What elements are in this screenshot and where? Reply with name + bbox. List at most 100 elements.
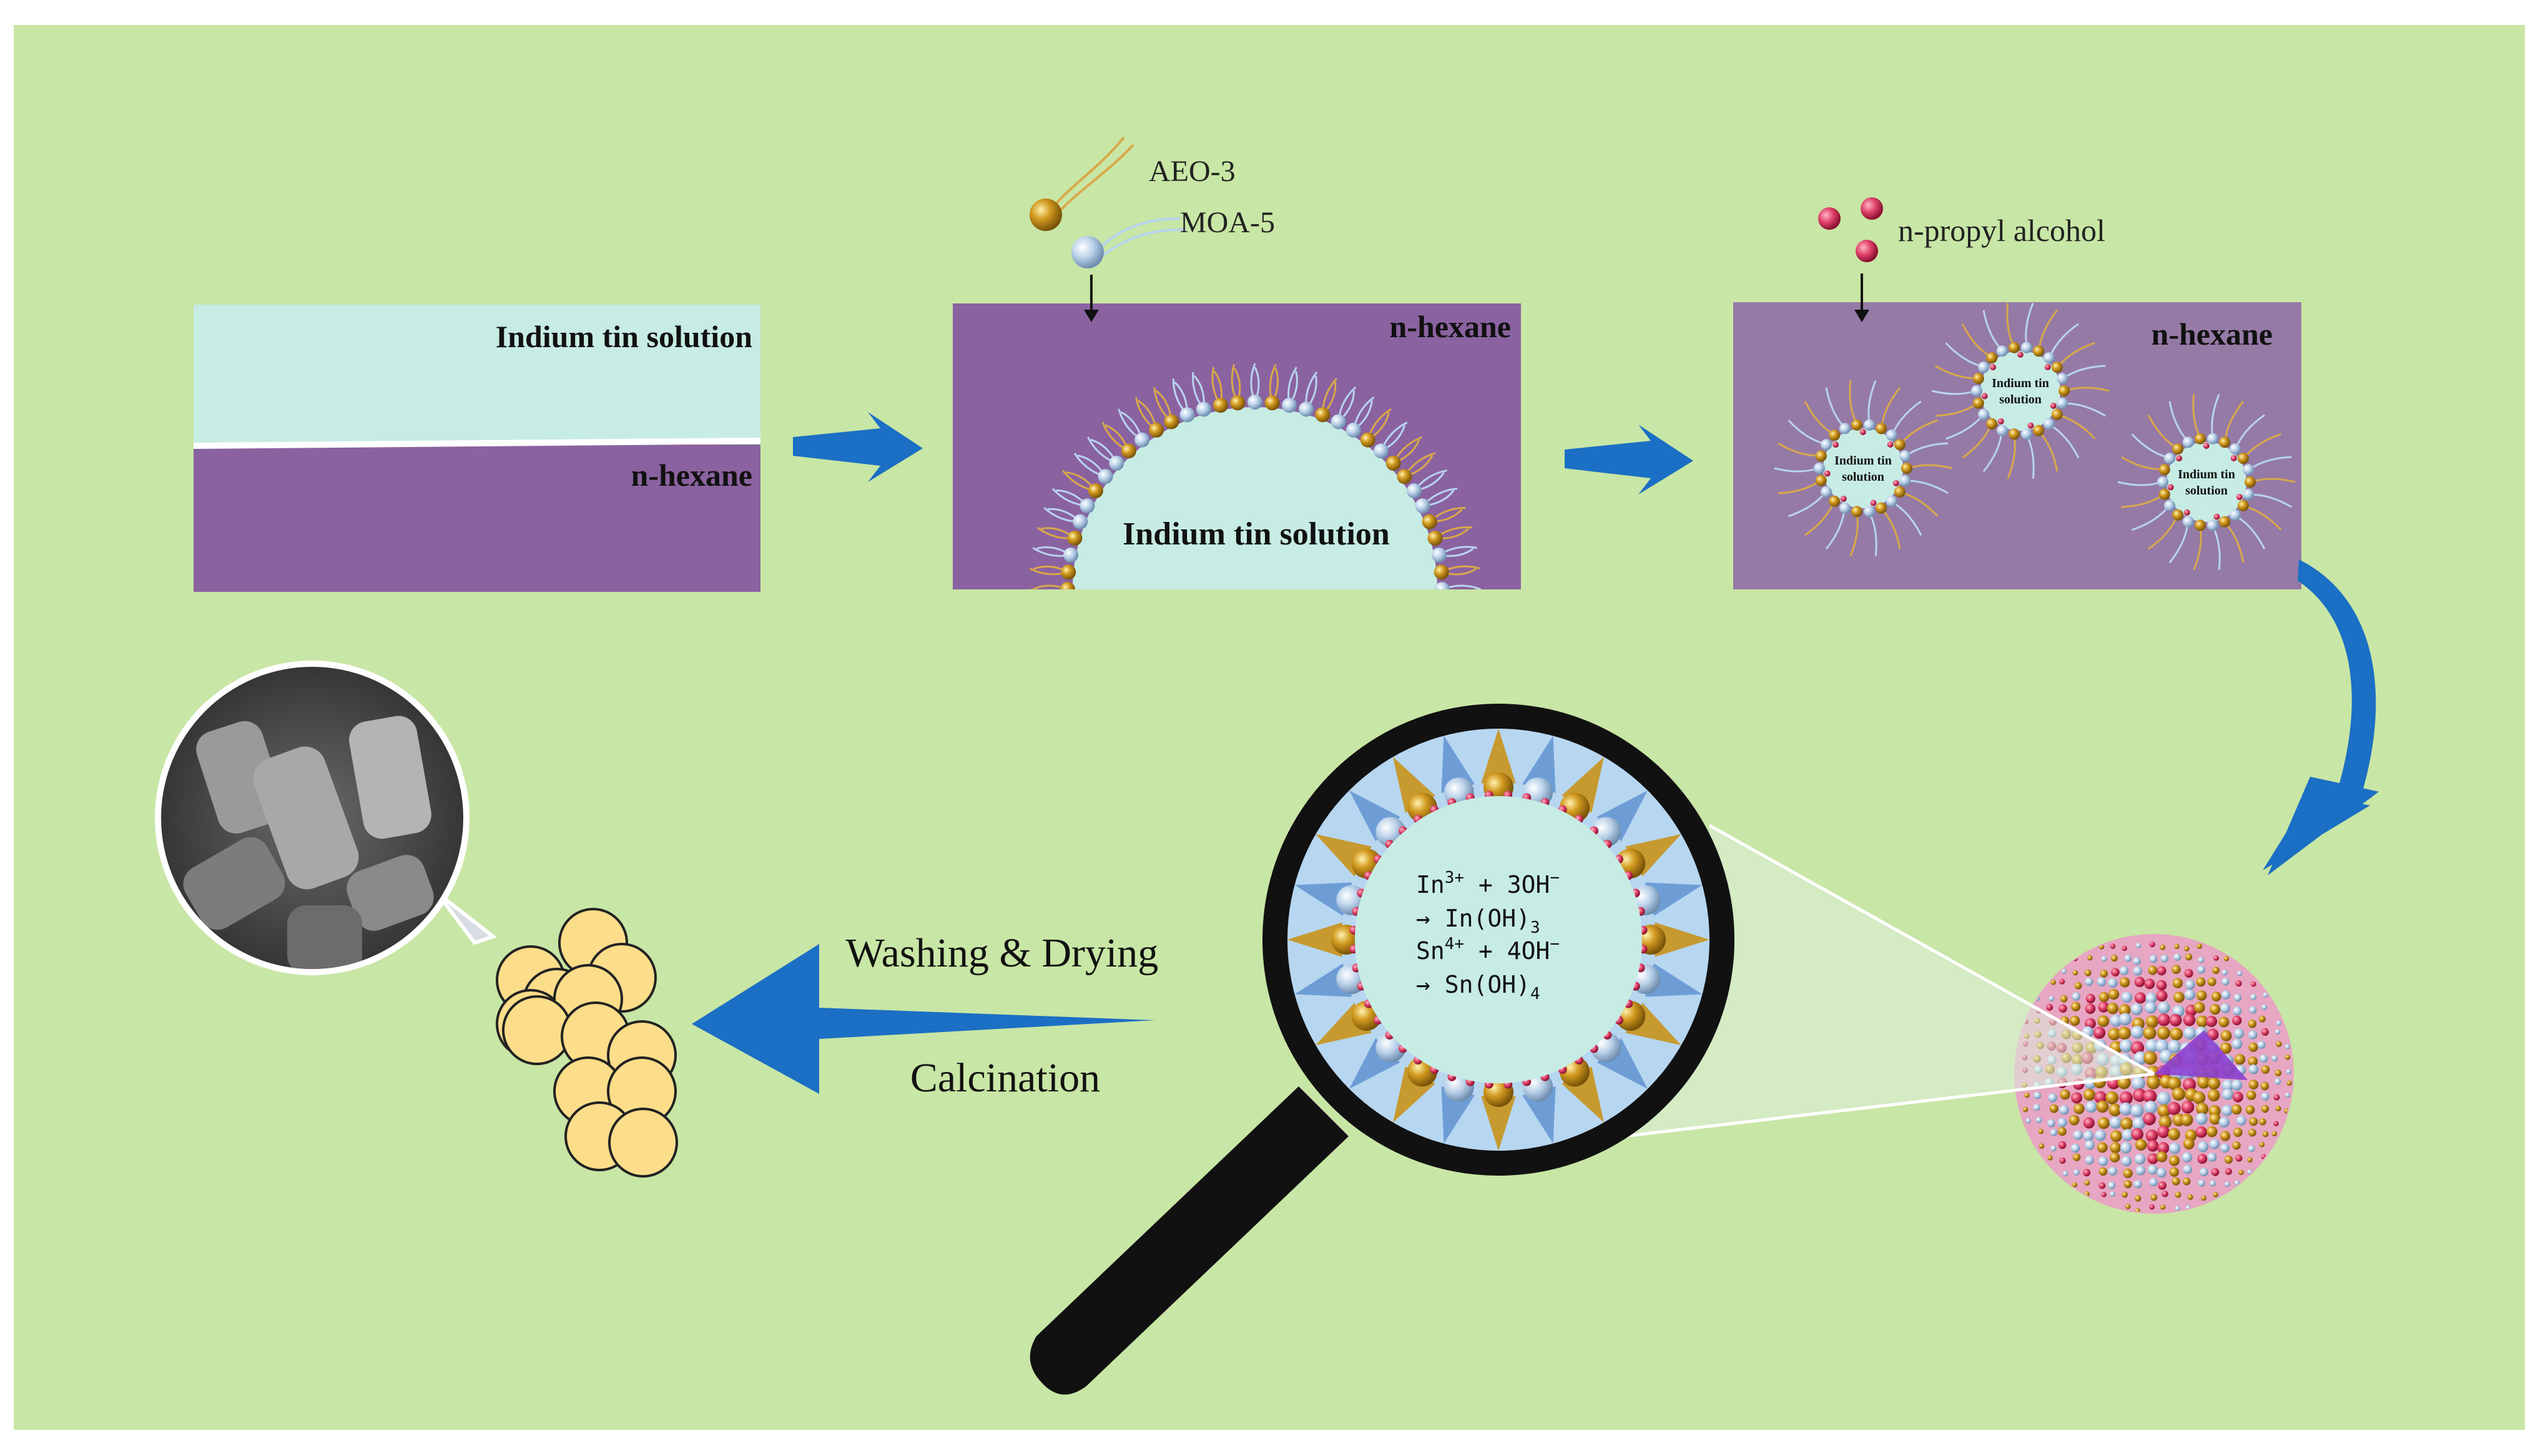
surfactant-head [2237, 453, 2249, 465]
sphere-bead [2083, 1169, 2091, 1177]
surfactant-head [2020, 428, 2032, 440]
sphere-bead [2072, 970, 2078, 976]
sphere-bead [2110, 955, 2118, 962]
surfactant-head [2033, 425, 2045, 436]
addition-arrow-head-icon [1084, 310, 1099, 322]
sphere-bead [2050, 1145, 2057, 1152]
sphere-bead [2094, 1091, 2107, 1104]
sphere-bead [2220, 1030, 2232, 1041]
sphere-bead [2059, 978, 2065, 985]
sphere-bead [2168, 1040, 2181, 1053]
sphere-bead [2232, 1091, 2243, 1103]
sphere-bead [2197, 965, 2206, 974]
alcohol-molecule [2044, 363, 2051, 370]
sphere-bead [2097, 1142, 2108, 1153]
sphere-bead [2249, 1117, 2258, 1126]
surfactant-head [2051, 408, 2063, 420]
surfactant-head [2243, 464, 2255, 476]
alcohol-molecule [2176, 455, 2183, 462]
sphere-bead [2072, 1182, 2078, 1188]
sphere-bead [2184, 989, 2196, 1001]
sphere-bead [2147, 1139, 2159, 1152]
sphere-bead [2025, 1118, 2031, 1124]
arrow-left-icon [692, 944, 1155, 1094]
moa5-head-icon [1071, 236, 1104, 268]
sphere-bead [2213, 1192, 2218, 1198]
sphere-bead [2108, 1181, 2116, 1189]
alcohol-molecule [1832, 441, 1839, 448]
sphere-bead [2149, 1204, 2155, 1210]
sphere-bead [2135, 1195, 2142, 1202]
sphere-bead [2237, 970, 2243, 976]
sphere-bead [2271, 1131, 2278, 1137]
surfactant-head [1899, 475, 1911, 486]
sphere-bead [2157, 1125, 2170, 1138]
magnifying-glass-icon: In3+ + 3OH− → In(OH)3 Sn4+ + 4OH− → Sn(O… [1030, 704, 1734, 1395]
aqueous-droplet [1073, 407, 1437, 589]
sphere-bead [2210, 1004, 2221, 1015]
surfactant-head [2043, 352, 2055, 364]
surfactant-head [1196, 401, 1211, 417]
panel2-oil-label: n-hexane [1390, 309, 1511, 344]
sphere-bead [2271, 1055, 2278, 1062]
sphere-bead [2206, 1126, 2218, 1138]
sphere-bead [2275, 1105, 2281, 1111]
sphere-bead [2085, 1101, 2097, 1113]
surfactant-head [2243, 488, 2255, 500]
sphere-bead [2108, 1028, 2121, 1041]
sphere-bead [2145, 992, 2157, 1005]
sphere-bead [2110, 1191, 2115, 1197]
surfactant-head [2237, 499, 2249, 511]
surfactant-head [2057, 397, 2068, 409]
micelle-label: solution [1842, 470, 1884, 484]
sphere-bead [2207, 977, 2216, 986]
surfactant-head [1851, 419, 1863, 431]
sphere-bead [2196, 943, 2203, 949]
sphere-bead [2172, 965, 2181, 974]
sphere-bead [2122, 945, 2127, 952]
surfactant-head [1986, 418, 1998, 430]
eq3-sup: 4+ [1445, 935, 1464, 953]
sphere-bead [2110, 943, 2116, 949]
aeo3-tail-2 [1054, 144, 1134, 217]
alcohol-molecule [1824, 470, 1831, 477]
sphere-bead [2170, 1027, 2183, 1041]
alcohol-molecule [2167, 484, 2174, 491]
surfactant-head [1374, 443, 1389, 459]
sphere-bead [2119, 977, 2130, 988]
sphere-bead [2218, 1016, 2230, 1028]
alcohol-molecule-icon [1818, 207, 1841, 230]
surfactant-head [1134, 432, 1150, 448]
product-particle-cluster [496, 908, 678, 1178]
sphere-bead [2248, 1030, 2258, 1040]
sphere-bead [2048, 1093, 2057, 1103]
panel1-top-label: Indium tin solution [496, 319, 752, 354]
surfactant-head [1098, 469, 1113, 485]
sphere-bead [2185, 953, 2193, 961]
sphere-bead [2275, 1029, 2281, 1035]
panel3-oil-label: n-hexane [2152, 317, 2273, 352]
surfactant-head [1996, 425, 2008, 436]
sphere-bead [2158, 1001, 2170, 1014]
sphere-bead [2259, 1118, 2266, 1126]
sphere-bead [2155, 1039, 2169, 1053]
surfactant-head [1179, 407, 1195, 423]
sphere-bead [2156, 990, 2168, 1002]
reaction-equations: In3+ + 3OH− → In(OH)3 Sn4+ + 4OH− → Sn(O… [1416, 868, 1560, 1003]
sphere-bead [2130, 1041, 2145, 1055]
sphere-bead [2248, 1019, 2257, 1028]
surfactant-head [1164, 414, 1179, 430]
surfactant-head [2043, 418, 2055, 430]
sphere-bead [2198, 957, 2205, 963]
sphere-bead [2096, 1100, 2109, 1113]
sphere-bead [2108, 988, 2120, 1000]
sphere-bead [2143, 1026, 2157, 1040]
alcohol-molecule-icon [1856, 240, 1878, 262]
sphere-bead [2085, 1139, 2095, 1150]
sphere-bead [2059, 1104, 2069, 1115]
surfactant-head [1894, 439, 1906, 451]
sphere-bead [2098, 1156, 2108, 1166]
sphere-bead [2261, 1004, 2268, 1010]
